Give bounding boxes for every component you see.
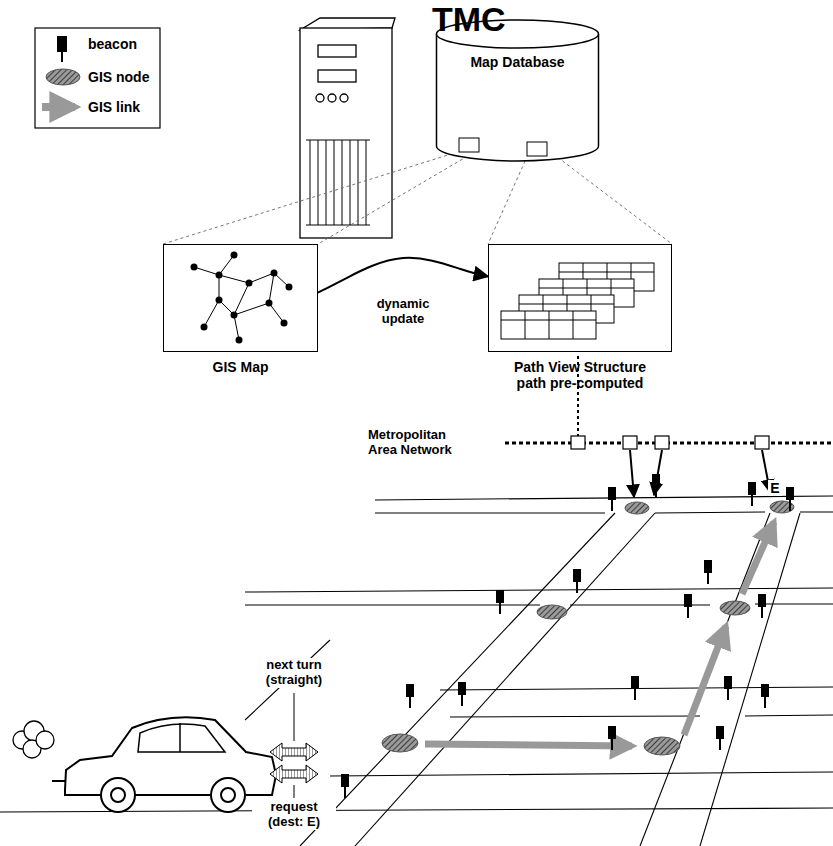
update-arrow xyxy=(318,258,488,293)
network-label: Metropolitan Area Network xyxy=(368,428,478,458)
network-line xyxy=(505,356,833,497)
node-label: Map Database xyxy=(461,54,574,70)
beacon-symbol xyxy=(758,594,766,618)
car xyxy=(13,717,276,812)
leader-lines xyxy=(294,693,295,798)
server-title: TMC xyxy=(432,0,506,39)
map-box: GIS Map xyxy=(163,244,318,352)
gis-nodes xyxy=(382,501,794,755)
node-caption: path pre-computed xyxy=(514,375,646,391)
legend-box xyxy=(35,28,160,128)
beacon-symbol xyxy=(496,590,504,614)
beacon-symbol xyxy=(631,676,639,700)
table-stack xyxy=(489,245,670,350)
beacon-symbol xyxy=(652,474,660,498)
beacon-symbol xyxy=(748,482,756,506)
beacon-symbol xyxy=(761,684,769,708)
beacon-symbol xyxy=(786,487,794,511)
edge-label: dynamic update xyxy=(368,297,438,327)
beacon-symbol xyxy=(341,774,349,798)
cylinder-outline xyxy=(435,18,600,163)
server-tower xyxy=(300,18,395,238)
beacon-symbol xyxy=(458,682,466,706)
streets xyxy=(0,496,833,846)
signal-arrows xyxy=(270,743,318,783)
database-cylinder: Map Database xyxy=(435,18,600,163)
gis-links xyxy=(425,522,774,746)
legend-text: GIS node xyxy=(88,69,149,85)
signal-label: request (dest: E) xyxy=(252,800,336,830)
signal-label: next turn (straight) xyxy=(250,658,338,688)
beacon-symbol xyxy=(608,726,616,750)
legend-text: beacon xyxy=(88,36,137,52)
structure-box: Path View Structurepath pre-computed xyxy=(488,244,672,352)
beacon-symbol xyxy=(716,726,724,750)
beacons xyxy=(341,474,794,798)
graph-sketch xyxy=(164,245,316,350)
beacon-symbol xyxy=(704,560,712,584)
beacon-symbol xyxy=(608,487,616,511)
node-caption: Path View Structure xyxy=(514,359,646,375)
beacon-symbol xyxy=(684,594,692,618)
beacon-symbol xyxy=(406,684,414,708)
node-caption: GIS Map xyxy=(212,359,268,375)
beacon-symbol xyxy=(573,569,581,593)
destination-letter: E xyxy=(768,480,782,496)
beacon-symbol xyxy=(724,676,732,700)
legend-text: GIS link xyxy=(88,99,140,115)
projection-lines xyxy=(163,150,672,244)
